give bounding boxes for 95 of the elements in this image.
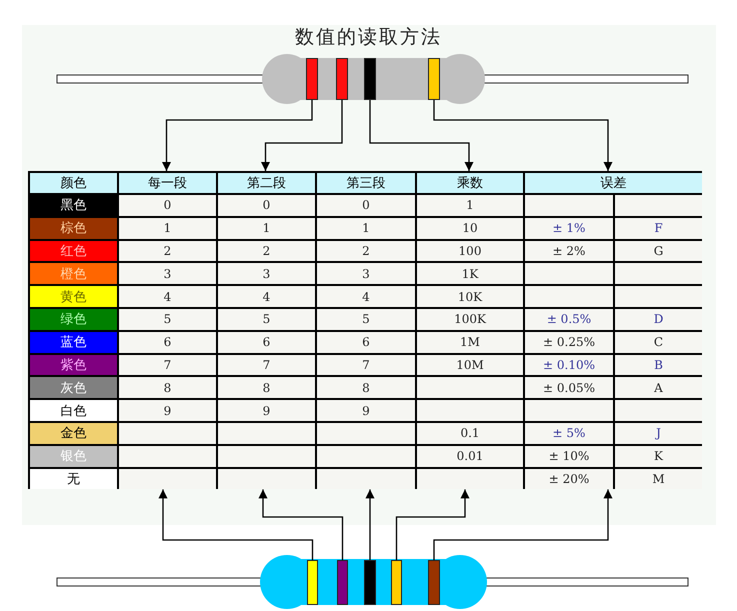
table-cell: 0.01 (417, 446, 523, 467)
table-cell: 3 (317, 263, 415, 284)
table-cell: 6 (317, 332, 415, 353)
table-cell: 7 (218, 354, 315, 376)
table-cell: 0.1 (417, 423, 523, 444)
table-cell: ± 0.05% (525, 377, 613, 398)
color-swatch-cell: 蓝色 (30, 332, 117, 353)
table-cell: 1 (417, 195, 523, 216)
table-cell: ± 0.25% (525, 332, 613, 353)
table-cell: G (615, 240, 702, 262)
header-cell: 第二段 (218, 173, 315, 193)
table-cell: 10K (417, 286, 523, 307)
table-cell: 7 (119, 354, 216, 376)
table-cell: 2 (218, 240, 315, 262)
table-cell: 2 (317, 240, 415, 262)
arrow (433, 489, 612, 560)
color-swatch-cell: 金色 (30, 423, 117, 444)
table-cell: 10M (417, 354, 523, 376)
table-cell: A (615, 377, 702, 398)
table-cell: ± 0.5% (525, 309, 613, 330)
table-cell: 1 (218, 218, 315, 239)
title: 数值的读取方法 (294, 25, 443, 50)
color-band (364, 58, 376, 100)
arrow (162, 100, 313, 171)
color-swatch-cell: 红色 (30, 240, 117, 262)
header-cell: 乘数 (417, 173, 523, 193)
table-cell: M (615, 468, 702, 490)
table-cell: F (615, 218, 702, 239)
table-cell: 9 (317, 400, 415, 421)
header-cell: 颜色 (30, 173, 117, 193)
table-cell: 0 (317, 195, 415, 216)
table-cell: ± 0.10% (525, 354, 613, 376)
table-cell: 2 (119, 240, 216, 262)
table-cell: 6 (218, 332, 315, 353)
arrow (158, 489, 314, 560)
table-cell: ± 10% (525, 446, 613, 467)
header-cell: 第三段 (317, 173, 415, 193)
table-cell: 4 (119, 286, 216, 307)
arrow (396, 489, 470, 560)
arrow (369, 100, 474, 171)
table-cell: 3 (218, 263, 315, 284)
table-cell: 7 (317, 354, 415, 376)
arrow (433, 100, 612, 171)
table-cell: 9 (218, 400, 315, 421)
table-cell: 4 (218, 286, 315, 307)
arrow (366, 489, 374, 560)
color-swatch-cell: 紫色 (30, 354, 117, 376)
table-cell: 100K (417, 309, 523, 330)
color-swatch-cell: 绿色 (30, 309, 117, 330)
color-swatch-cell: 橙色 (30, 263, 117, 284)
color-band (337, 560, 348, 605)
table-cell: D (615, 309, 702, 330)
table-cell: C (615, 332, 702, 353)
table-cell: B (615, 354, 702, 376)
table-cell: ± 20% (525, 468, 613, 490)
header-cell: 每一段 (119, 173, 216, 193)
color-band (306, 58, 318, 100)
arrow (258, 489, 344, 560)
table-cell: 5 (317, 309, 415, 330)
color-band (336, 58, 348, 100)
color-band (391, 560, 402, 605)
table-cell: 10 (417, 218, 523, 239)
table-cell: J (615, 423, 702, 444)
color-swatch-cell: 白色 (30, 400, 117, 421)
table-cell: ± 1% (525, 218, 613, 239)
table-cell: 4 (317, 286, 415, 307)
table-cell: 100 (417, 240, 523, 262)
table-cell: 8 (119, 377, 216, 398)
table-cell: 3 (119, 263, 216, 284)
color-band (364, 560, 376, 605)
table-cell: 1M (417, 332, 523, 353)
table-cell: 9 (119, 400, 216, 421)
table-cell: 1 (317, 218, 415, 239)
color-swatch-cell: 银色 (30, 446, 117, 467)
table-cell: 8 (317, 377, 415, 398)
table-cell: 0 (119, 195, 216, 216)
arrow (261, 100, 343, 171)
table-cell: 6 (119, 332, 216, 353)
table-cell: 5 (218, 309, 315, 330)
table-cell: ± 5% (525, 423, 613, 444)
table-cell: 0 (218, 195, 315, 216)
table-cell: ± 2% (525, 240, 613, 262)
table-cell: 5 (119, 309, 216, 330)
color-band (307, 560, 318, 605)
header-cell: 误差 (525, 173, 702, 193)
color-swatch-cell: 棕色 (30, 218, 117, 239)
table-cell: 1 (119, 218, 216, 239)
color-swatch-cell: 灰色 (30, 377, 117, 398)
color-swatch-cell: 无 (30, 468, 117, 490)
table-cell: K (615, 446, 702, 467)
table-cell: 1K (417, 263, 523, 284)
table-cell: 8 (218, 377, 315, 398)
color-band (428, 560, 440, 605)
color-band (428, 58, 440, 100)
color-swatch-cell: 黄色 (30, 286, 117, 307)
